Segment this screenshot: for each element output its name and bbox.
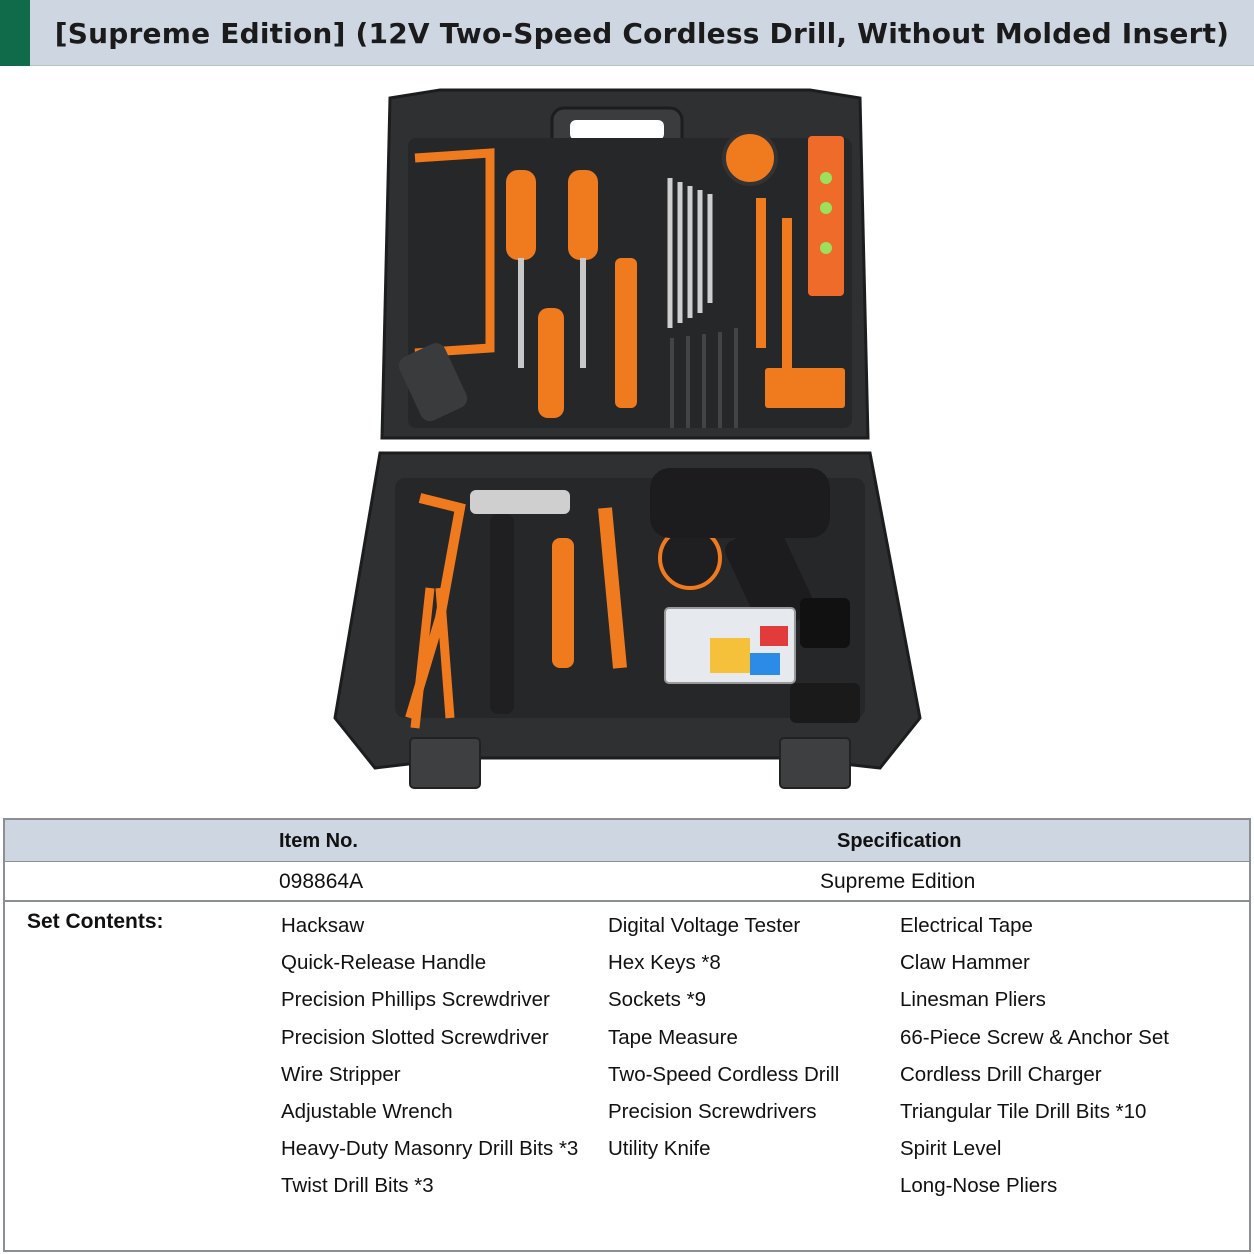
- list-item: Twist Drill Bits *3: [281, 1174, 434, 1198]
- spec-table: Item No. Specification 098864A Supreme E…: [3, 818, 1251, 1252]
- claw-hammer: [470, 490, 570, 514]
- drill-charger: [790, 683, 860, 723]
- screwdriver-bits: [765, 368, 845, 408]
- list-item: Linesman Pliers: [900, 988, 1046, 1012]
- list-item: Quick-Release Handle: [281, 951, 487, 975]
- adjustable-wrench: [598, 507, 627, 669]
- list-item: Triangular Tile Drill Bits *10: [900, 1099, 1147, 1123]
- list-item: Heavy-Duty Masonry Drill Bits *3: [281, 1137, 579, 1161]
- screwdriver-1: [506, 170, 536, 260]
- hex-keys: [667, 178, 713, 328]
- table-value-row: 098864A Supreme Edition: [5, 862, 1249, 902]
- list-item: Sockets *9: [608, 988, 706, 1012]
- spirit-level: [808, 136, 844, 296]
- set-contents-label: Set Contents:: [27, 910, 164, 933]
- cordless-drill: [650, 468, 830, 538]
- list-item: Precision Slotted Screwdriver: [281, 1025, 549, 1049]
- list-item: Precision Phillips Screwdriver: [281, 988, 550, 1012]
- list-item: Utility Knife: [608, 1137, 711, 1161]
- latch-right: [779, 737, 851, 789]
- sockets: [552, 538, 574, 668]
- title-bar: [Supreme Edition] (12V Two-Speed Cordles…: [0, 0, 1254, 66]
- table-header-row: Item No. Specification: [5, 820, 1249, 862]
- list-item: Spirit Level: [900, 1137, 1002, 1161]
- item-no-header: Item No.: [279, 829, 358, 852]
- hacksaw: [414, 148, 495, 358]
- list-item: Electrical Tape: [900, 914, 1033, 937]
- list-item: Precision Screwdrivers: [608, 1099, 817, 1123]
- long-nose-pliers: [410, 587, 455, 729]
- title-accent-stripe: [0, 0, 30, 66]
- list-item: Long-Nose Pliers: [900, 1174, 1058, 1198]
- list-item: Cordless Drill Charger: [900, 1062, 1102, 1086]
- list-item: Two-Speed Cordless Drill: [608, 1062, 840, 1086]
- list-item: Claw Hammer: [900, 951, 1030, 975]
- page-title: [Supreme Edition] (12V Two-Speed Cordles…: [54, 16, 1230, 50]
- list-item: Tape Measure: [608, 1025, 738, 1049]
- drill-bits: [670, 328, 738, 428]
- latch-left: [409, 737, 481, 789]
- list-item: Hacksaw: [281, 914, 365, 937]
- list-item: Digital Voltage Tester: [608, 914, 801, 937]
- item-no-value: 098864A: [279, 870, 364, 893]
- list-item: Hex Keys *8: [608, 951, 721, 975]
- list-item: Wire Stripper: [281, 1062, 401, 1086]
- spec-value: Supreme Edition: [820, 870, 976, 893]
- list-item: Adjustable Wrench: [281, 1099, 453, 1123]
- spec-header: Specification: [837, 829, 962, 852]
- screwdriver-2: [568, 170, 598, 260]
- tool-kit-case-image: [333, 88, 922, 789]
- electrical-tape: [722, 130, 778, 186]
- list-item: 66-Piece Screw & Anchor Set: [900, 1025, 1169, 1049]
